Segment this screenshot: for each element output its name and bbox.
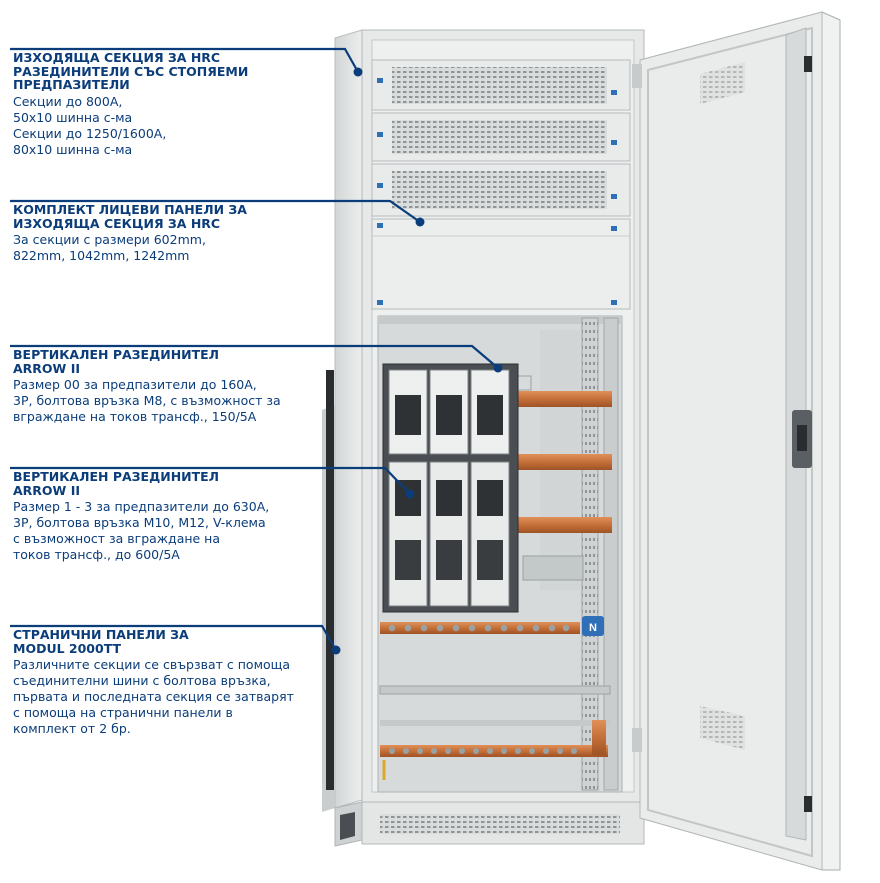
callout-title-line: ПРЕДПАЗИТЕЛИ <box>13 77 130 92</box>
callout-title-line: ИЗХОДЯЩА СЕКЦИЯ ЗА HRC <box>13 50 221 65</box>
horizontal-busbars <box>500 375 612 581</box>
callout-body-line: комплект от 2 бр. <box>13 721 131 736</box>
mounting-rail-right <box>581 317 599 791</box>
callout-title: СТРАНИЧНИ ПАНЕЛИ ЗА MODUL 2000TT <box>13 628 313 655</box>
callout-title: ИЗХОДЯЩА СЕКЦИЯ ЗА HRC РАЗЕДИНИТЕЛИ СЪС … <box>13 51 313 92</box>
callout-title-line: ARROW II <box>13 360 80 376</box>
callout-body-line: 3P, болтова връзка М10, М12, V-клема <box>13 515 266 530</box>
panel-label-markers <box>377 78 617 199</box>
callout-body: Размер 1 - 3 за предпазители до 630А, 3P… <box>13 499 313 563</box>
callout-body: Размер 00 за предпазители до 160А, 3P, б… <box>13 377 313 425</box>
callout-body-line: 3P, болтова връзка М8, с възможност за <box>13 393 281 408</box>
outgoing-hrc-section <box>371 59 631 217</box>
callout-title-line: РАЗЕДИНИТЕЛИ СЪС СТОПЯЕМИ <box>13 63 249 79</box>
callout-leader-lines <box>10 47 499 651</box>
callout-arrow-ii-size-00: ВЕРТИКАЛЕН РАЗЕДИНИТЕЛ ARROW II Размер 0… <box>13 348 313 425</box>
callout-title-line: ИЗХОДЯЩА СЕКЦИЯ ЗА HRC <box>13 215 221 231</box>
callout-body-line: Секции до 1250/1600А, <box>13 125 167 141</box>
cabinet-door <box>632 11 841 871</box>
callout-outgoing-hrc-section: ИЗХОДЯЩА СЕКЦИЯ ЗА HRC РАЗЕДИНИТЕЛИ СЪС … <box>13 51 313 158</box>
neutral-busbar-badge <box>582 616 604 636</box>
callout-arrow-ii-size-1-3: ВЕРТИКАЛЕН РАЗЕДИНИТЕЛ ARROW II Размер 1… <box>13 470 313 563</box>
callout-body-line: 822mm, 1042mm, 1242mm <box>13 248 190 263</box>
callout-body-line: Размер 1 - 3 за предпазители до 630А, <box>13 499 270 514</box>
callout-body-line: Секции до 800А, <box>13 93 123 109</box>
side-panel-gasket-slot <box>326 370 334 790</box>
callout-body-line: Размер 00 за предпазители до 160А, <box>13 377 257 392</box>
callout-title-line: ВЕРТИКАЛЕН РАЗЕДИНИТЕЛ <box>13 347 220 362</box>
callout-body: Различните секции се свързват с помоща с… <box>13 657 313 737</box>
callout-body-line: първата и последната секция се затварят <box>13 689 294 704</box>
callout-body-line: За секции с размери 602mm, <box>13 232 206 247</box>
callout-body-line: 50x10 шинна с-ма <box>13 109 133 125</box>
callout-title: ВЕРТИКАЛЕН РАЗЕДИНИТЕЛ ARROW II <box>13 470 313 497</box>
callout-body-line: Различните секции се свързват с помоща <box>13 657 291 672</box>
callout-title-line: КОМПЛЕКТ ЛИЦЕВИ ПАНЕЛИ ЗА <box>13 202 247 217</box>
cabinet-side-panel <box>322 29 363 812</box>
cabinet-plinth <box>334 801 645 847</box>
neutral-label: N <box>589 622 597 634</box>
callout-body-line: с помоща на странични панели в <box>13 705 233 720</box>
callout-body-line: съединителни шини с болтова връзка, <box>13 673 271 688</box>
callout-body: За секции с размери 602mm, 822mm, 1042mm… <box>13 232 313 264</box>
callout-title-line: ARROW II <box>13 482 80 498</box>
callout-body-line: 80x10 шинна с-ма <box>13 141 133 157</box>
lower-busbar-rows: N <box>379 616 611 780</box>
front-panel-kit <box>371 218 631 310</box>
callout-title: КОМПЛЕКТ ЛИЦЕВИ ПАНЕЛИ ЗА ИЗХОДЯЩА СЕКЦИ… <box>13 203 313 230</box>
callout-title-line: MODUL 2000TT <box>13 640 122 656</box>
callout-body-line: вграждане на токов трансф., 150/5А <box>13 409 257 424</box>
callout-title-line: СТРАНИЧНИ ПАНЕЛИ ЗА <box>13 627 189 642</box>
callout-title-line: ВЕРТИКАЛЕН РАЗЕДИНИТЕЛ <box>13 469 220 484</box>
callout-side-panels: СТРАНИЧНИ ПАНЕЛИ ЗА MODUL 2000TT Различн… <box>13 628 313 737</box>
callout-front-panel-kit: КОМПЛЕКТ ЛИЦЕВИ ПАНЕЛИ ЗА ИЗХОДЯЩА СЕКЦИ… <box>13 203 313 264</box>
callout-body-line: токов трансф., до 600/5А <box>13 547 180 562</box>
callout-title: ВЕРТИКАЛЕН РАЗЕДИНИТЕЛ ARROW II <box>13 348 313 375</box>
callout-body: Секции до 800А, 50x10 шинна с-ма Секции … <box>13 94 313 158</box>
callout-body-line: с възможност за вграждане на <box>13 531 221 546</box>
vertical-fuse-disconnectors <box>382 363 519 613</box>
